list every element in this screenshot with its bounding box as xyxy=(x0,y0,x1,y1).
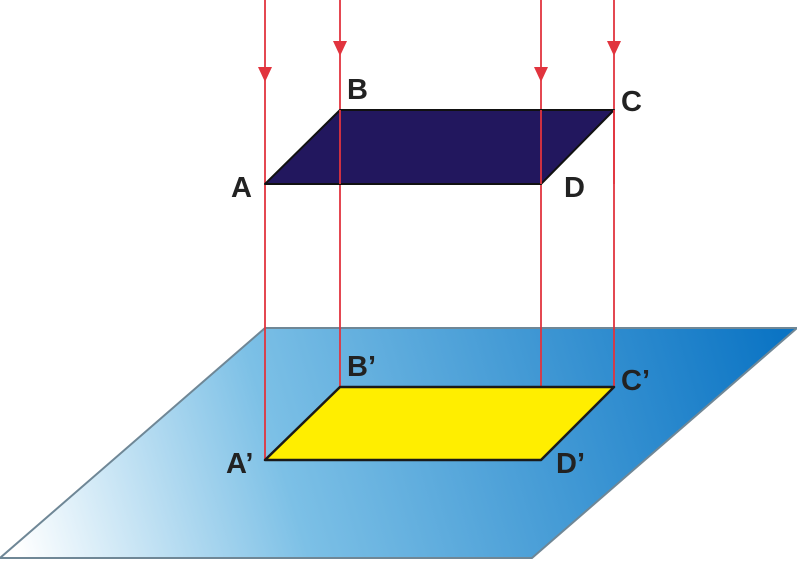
vertex-labels: A B C D A’ B’ C’ D’ xyxy=(226,74,650,480)
arrow-down-icon xyxy=(534,67,548,82)
original-quadrilateral xyxy=(264,109,615,185)
label-d-prime: D’ xyxy=(556,448,585,480)
arrow-down-icon xyxy=(333,41,347,56)
projected-quadrilateral xyxy=(263,385,616,462)
label-b: B xyxy=(347,74,368,106)
label-d: D xyxy=(564,172,585,204)
projection-rays-overlay xyxy=(339,110,615,184)
label-a-prime: A’ xyxy=(226,448,253,480)
label-a: A xyxy=(231,172,252,204)
arrow-down-icon xyxy=(607,41,621,56)
arrow-down-icon xyxy=(258,67,272,82)
projection-rays xyxy=(264,0,615,460)
label-c: C xyxy=(621,86,642,118)
ray-arrowheads xyxy=(258,41,621,82)
label-c-prime: C’ xyxy=(621,365,650,397)
label-b-prime: B’ xyxy=(347,351,376,383)
